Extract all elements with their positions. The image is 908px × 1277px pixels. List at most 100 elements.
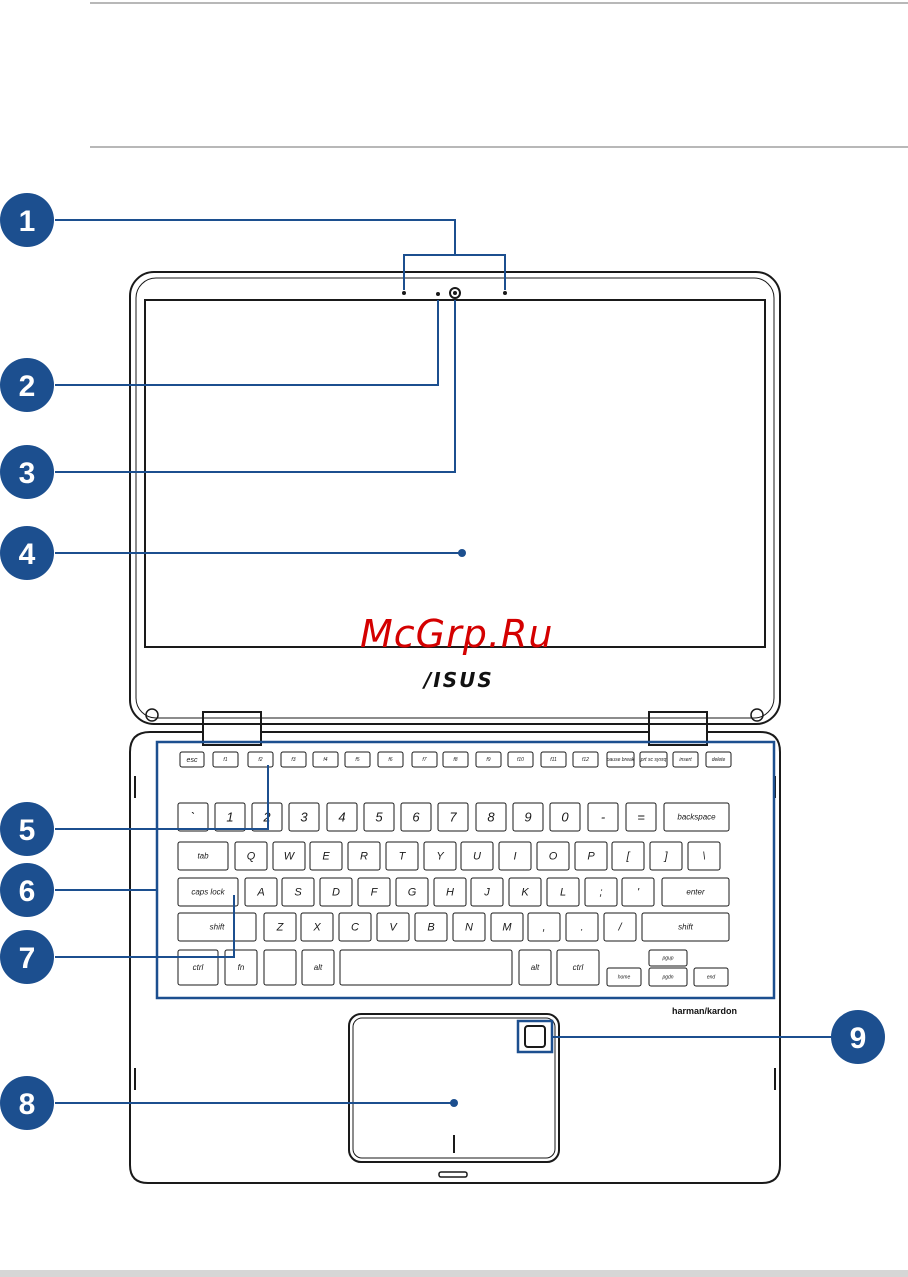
key-row3-1 <box>281 877 315 907</box>
key-num-9-label: 9 <box>524 809 531 824</box>
key-end-label: end <box>707 975 716 981</box>
key-num-7 <box>437 802 469 832</box>
key-ctrl-left <box>177 949 219 986</box>
key-num-12-label: = <box>637 809 645 824</box>
webcam <box>449 287 461 299</box>
svg-text:9: 9 <box>850 1022 867 1055</box>
key-home <box>606 967 642 987</box>
key-row2-2 <box>309 841 343 871</box>
key-num-3-label: 3 <box>300 809 308 824</box>
key-row2-8-label: O <box>549 851 558 863</box>
asus-logo: /ISUS <box>424 668 494 692</box>
key-prt-sc-sysrq-label: prt sc sysrq <box>640 757 667 763</box>
key-row2-2-label: E <box>322 851 330 863</box>
key-end <box>693 967 729 987</box>
key-pgup <box>648 949 688 967</box>
key-f5-label: f5 <box>355 757 359 763</box>
key-num-2-label: 2 <box>262 809 271 824</box>
key-row4-9-label: / <box>617 922 622 934</box>
callout-lines <box>55 219 840 1104</box>
key-f4 <box>312 751 339 768</box>
key-num-12 <box>625 802 657 832</box>
key-row4-2-label: C <box>351 922 359 934</box>
callout-4: 4 <box>0 526 54 580</box>
key-f1-label: f1 <box>223 757 227 763</box>
key-row3-7-label: K <box>521 887 529 899</box>
key-f9 <box>475 751 502 768</box>
key-row2-12-label: \ <box>702 851 705 863</box>
key-row4-8 <box>565 912 599 942</box>
key-tab <box>177 841 229 871</box>
key-row3-6-label: J <box>483 887 490 899</box>
callout-3: 3 <box>0 445 54 499</box>
key-f2 <box>247 751 274 768</box>
key-row4-6-label: M <box>502 922 512 934</box>
key-num-4-label: 4 <box>338 809 345 824</box>
key-f3-label: f3 <box>291 757 295 763</box>
key-pgdn <box>648 967 688 987</box>
front-notch <box>438 1171 468 1178</box>
key-row2-10-label: [ <box>625 851 630 863</box>
key-num-6 <box>400 802 432 832</box>
key-caps-lock-label: caps lock <box>191 888 225 897</box>
key-row2-10 <box>611 841 645 871</box>
key-caps-lock <box>177 877 239 907</box>
keyboard-highlight <box>155 740 776 1000</box>
svg-text:5: 5 <box>19 814 36 847</box>
key-row2-1 <box>272 841 306 871</box>
leader-2 <box>55 300 439 386</box>
key-num-7-label: 7 <box>449 809 457 824</box>
callouts: 1 2 3 4 5 6 7 8 9 <box>0 193 885 1130</box>
callout-7: 7 <box>0 930 54 984</box>
leader-1-bracket <box>403 254 506 290</box>
key-row3-9 <box>584 877 618 907</box>
key-alt-left <box>301 949 335 986</box>
key-row4-9 <box>603 912 637 942</box>
key-backspace-label: backspace <box>677 813 716 822</box>
key-alt-right <box>518 949 552 986</box>
key-num-0 <box>177 802 209 832</box>
key-f2-label: f2 <box>258 757 262 763</box>
svg-text:1: 1 <box>19 205 36 238</box>
key-f7 <box>411 751 438 768</box>
key-row2-11-label: ] <box>663 851 668 863</box>
key-row3-5-label: H <box>446 887 454 899</box>
key-f8 <box>442 751 469 768</box>
key-row4-4 <box>414 912 448 942</box>
touchpad <box>348 1013 560 1163</box>
key-row3-0-label: A <box>256 887 264 899</box>
key-num-8-label: 8 <box>487 809 495 824</box>
key-row3-0 <box>244 877 278 907</box>
key-num-1-label: 1 <box>226 809 233 824</box>
lid-bumper-right <box>750 708 764 722</box>
key-row4-0-label: Z <box>276 922 285 934</box>
touchpad-inner <box>352 1017 556 1159</box>
svg-text:7: 7 <box>19 942 36 975</box>
key-row3-4-label: G <box>408 887 417 899</box>
key-num-0-label: ` <box>191 809 195 824</box>
svg-text:8: 8 <box>19 1088 36 1121</box>
key-row2-4 <box>385 841 419 871</box>
key-esc <box>179 751 205 768</box>
key-f1 <box>212 751 239 768</box>
key-row3-2 <box>319 877 353 907</box>
key-row2-5 <box>423 841 457 871</box>
leader-7 <box>55 895 235 958</box>
key-row3-4 <box>395 877 429 907</box>
key-space <box>339 949 513 986</box>
microphone-right <box>503 291 507 295</box>
key-fn-label: fn <box>238 963 245 972</box>
key-shift-right <box>641 912 730 942</box>
key-shift-left-label: shift <box>210 923 225 932</box>
key-row3-10 <box>621 877 655 907</box>
key-row3-7 <box>508 877 542 907</box>
key-row3-10-label: ' <box>637 887 640 899</box>
key-home-label: home <box>618 975 631 981</box>
key-f3 <box>280 751 307 768</box>
key-ctrl-left-label: ctrl <box>193 963 204 972</box>
speaker-brand-label: harman/kardon <box>672 1006 738 1016</box>
key-prt-sc-sysrq <box>639 751 668 768</box>
key-num-9 <box>512 802 544 832</box>
